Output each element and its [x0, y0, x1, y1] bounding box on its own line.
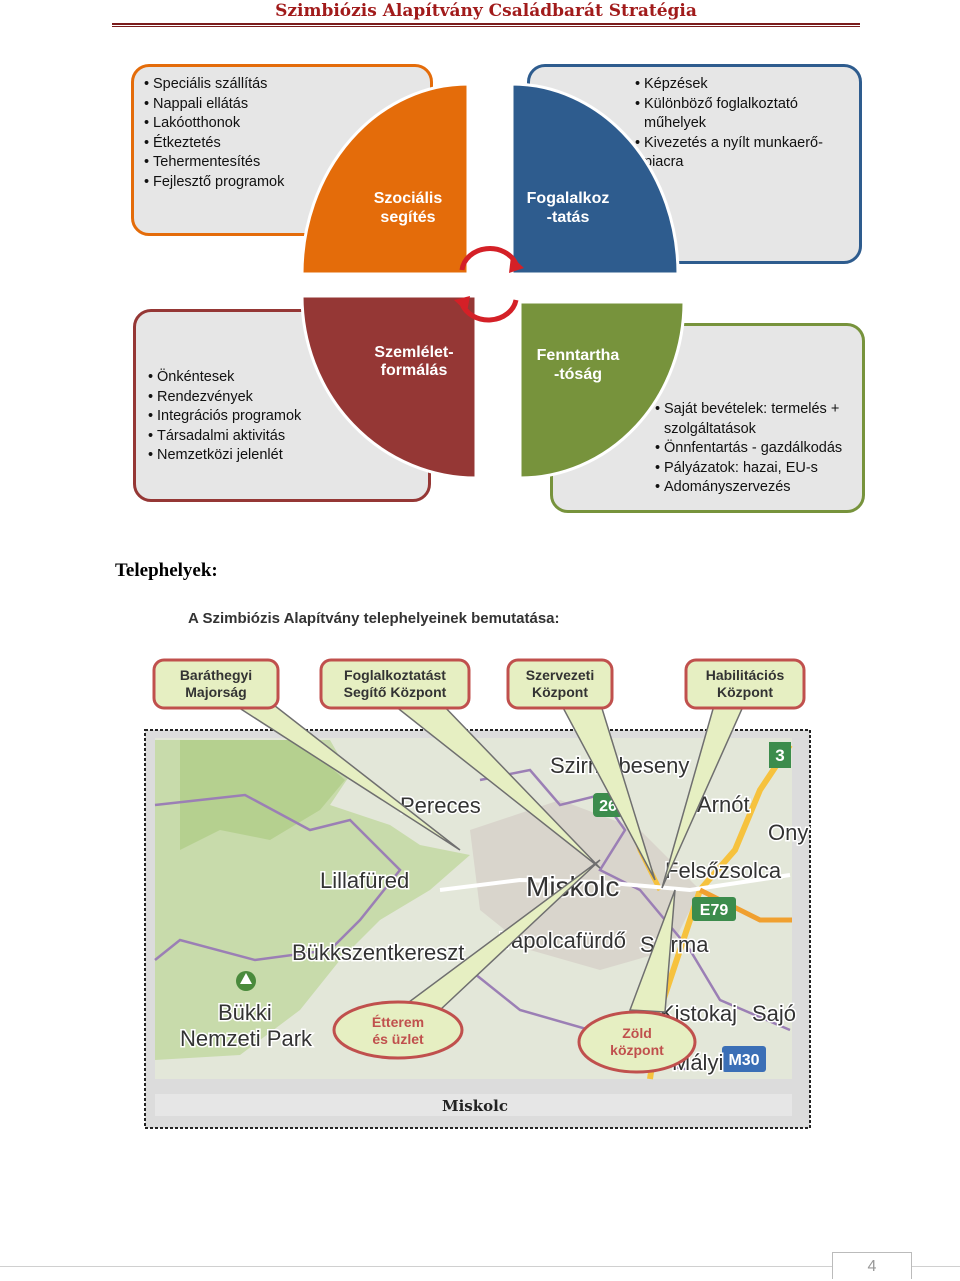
callout-etterem	[332, 1000, 464, 1060]
quadrant-fenntarthatosag	[518, 300, 686, 480]
place-label: Bükki	[218, 1000, 272, 1025]
quadrant-label: Szociális	[374, 190, 443, 207]
list-item: Önkéntesek	[148, 368, 428, 388]
callout-label: Majorság	[185, 684, 246, 700]
list-item: Kivezetés a nyílt munkaerő-piacra	[635, 134, 854, 173]
callout-foglalkoztatast	[319, 658, 471, 710]
header-rule	[112, 23, 860, 25]
callout-habilitacios	[684, 658, 806, 710]
arrowhead-icon	[509, 256, 524, 273]
quadrant-label: Fenntartha	[537, 347, 620, 364]
list-item: Önnfentartás - gazdálkodás	[655, 439, 864, 459]
place-label: Felsőzsolca	[665, 858, 782, 883]
list-item: Lakóotthonok	[144, 114, 430, 134]
header-rule-thin	[112, 26, 860, 27]
quadrant-foglalkoztatas	[510, 82, 680, 276]
callout-barathegyi	[152, 658, 280, 710]
place-label: Ony	[768, 820, 808, 845]
cycle-arrow-top	[459, 246, 519, 271]
list-item: Tehermentesítés	[144, 153, 430, 173]
document-header-title: Szimbiózis Alapítvány Családbarát Straté…	[275, 1, 697, 21]
list-item: Saját bevételek: termelés + szolgáltatás…	[655, 400, 864, 439]
footer-rule	[0, 1266, 960, 1267]
list-item: Rendezvények	[148, 388, 428, 408]
map-heading: A Szimbiózis Alapítvány telephelyeinek b…	[188, 610, 560, 627]
callout-label: Zöld	[622, 1025, 652, 1041]
list-item: Nemzetközi jelenlét	[148, 446, 428, 466]
place-label: Bükkszentkereszt	[292, 940, 464, 965]
callout-label: Foglalkoztatást	[344, 667, 446, 683]
list-item: Képzések	[635, 75, 859, 95]
quadrant-szemlelet	[300, 294, 478, 480]
road-badge-label: M30	[728, 1052, 759, 1069]
list-item: Speciális szállítás	[144, 75, 430, 95]
road	[439, 873, 791, 893]
map-caption-bar	[155, 1094, 792, 1116]
callout-label: központ	[610, 1042, 664, 1058]
quadrant-label: Fogalalkoz	[527, 190, 610, 207]
cycle-quadrants: Szociális segítés Fogalalkoz -tatás Szem…	[300, 82, 686, 480]
road-badge	[692, 897, 736, 921]
callout-label: Központ	[717, 684, 773, 700]
road-badge	[722, 1046, 766, 1072]
place-label: Miskolc	[526, 871, 619, 902]
page-number: 4	[832, 1252, 912, 1279]
road-badge-label: 3	[775, 746, 784, 765]
callout-label: Központ	[532, 684, 588, 700]
boundary-line	[479, 768, 791, 1032]
place-label: Tapolcafürdő	[500, 928, 626, 953]
list-item: Étkeztetés	[144, 134, 430, 154]
section-title: Telephelyek:	[115, 560, 218, 581]
road-badge	[769, 742, 791, 768]
callout-label: és üzlet	[372, 1031, 424, 1047]
tree-icon-shape	[240, 973, 252, 984]
place-label: Arnót	[697, 792, 750, 817]
forest-region	[180, 740, 345, 850]
place-label: Lillafüred	[320, 868, 409, 893]
quadrant-label: -tóság	[554, 366, 602, 383]
place-label: Sajó	[752, 1001, 796, 1026]
list-item: Integrációs programok	[148, 407, 428, 427]
place-label: Nemzeti Park	[180, 1026, 313, 1051]
list-item: Adományszervezés	[655, 478, 862, 498]
list-item: Társadalmi aktivitás	[148, 427, 428, 447]
callout-label: Baráthegyi	[180, 667, 252, 683]
quadrant-label: segítés	[380, 209, 435, 226]
list-item: Pályázatok: hazai, EU-s	[655, 459, 862, 479]
quadrant-label: formálás	[381, 362, 448, 379]
quadrant-szocialis	[300, 82, 470, 276]
map-caption: Miskolc	[442, 1097, 508, 1115]
quadrant-label: -tatás	[547, 209, 590, 226]
locations-map-figure: A Szimbiózis Alapítvány telephelyeinek b…	[144, 610, 811, 1129]
list-item: Különböző foglalkoztató műhelyek	[635, 95, 834, 134]
arrowhead-icon	[454, 296, 470, 312]
quadrant-label: Szemlélet-	[374, 344, 453, 361]
callout-label: Szervezeti	[526, 667, 594, 683]
list-item: Fejlesztő programok	[144, 173, 430, 193]
boundary-line	[154, 793, 402, 962]
callout-label: Segítő Központ	[344, 684, 447, 700]
callout-label: Habilitációs	[706, 667, 785, 683]
callout-label: Étterem	[372, 1014, 424, 1030]
callout-zold-kozpont	[577, 1010, 697, 1074]
list-item: Nappali ellátás	[144, 95, 430, 115]
road-badge-label: 26	[599, 798, 617, 815]
callout-szervezeti	[506, 658, 614, 710]
place-label: Szirma	[640, 932, 709, 957]
road-badge-label: E79	[700, 902, 729, 919]
